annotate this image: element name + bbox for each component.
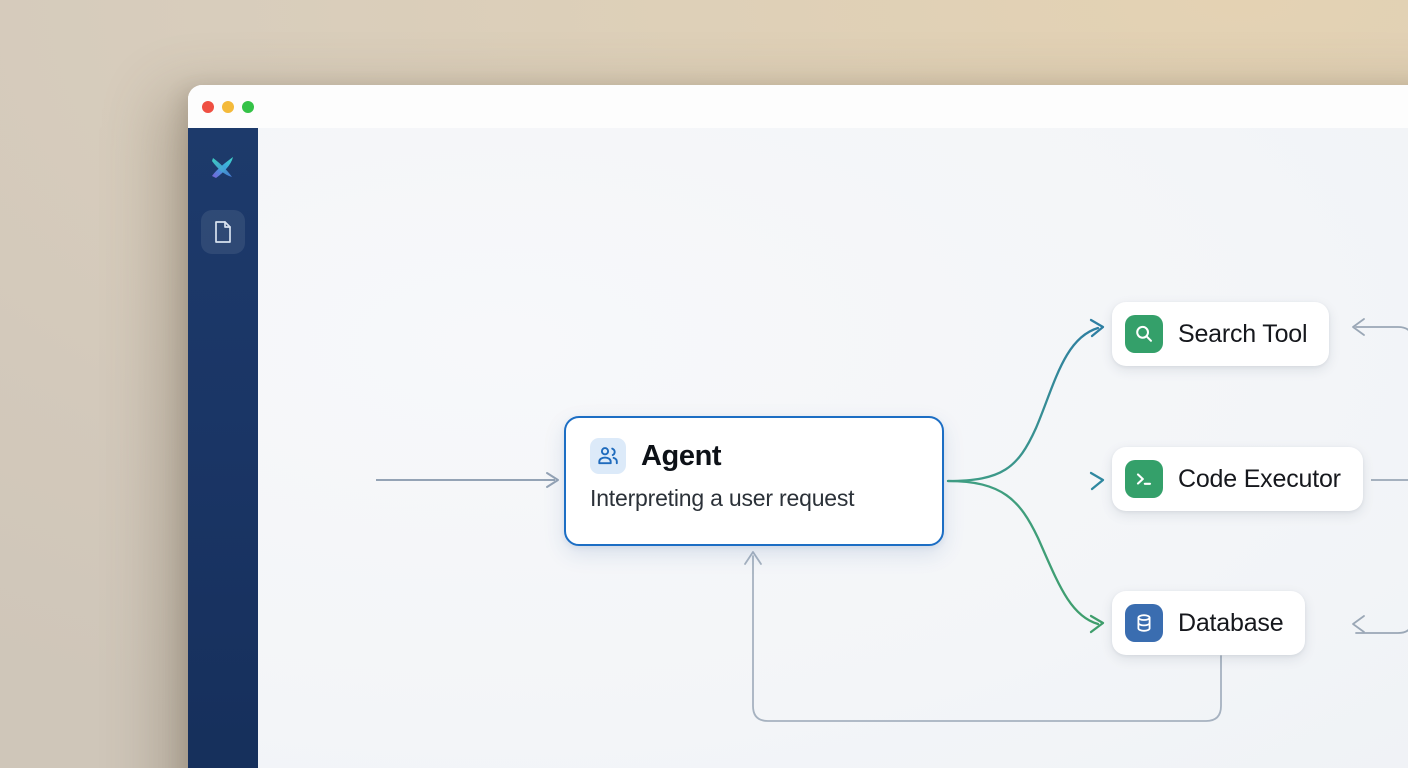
node-database-label: Database	[1178, 608, 1284, 637]
magnifier-icon	[1125, 315, 1163, 353]
terminal-icon	[1125, 460, 1163, 498]
users-icon	[590, 438, 626, 474]
edge-agent-to-code	[946, 471, 1105, 491]
node-code-executor-label: Code Executor	[1178, 464, 1341, 493]
app-logo[interactable]	[205, 149, 241, 185]
sidebar-item-documents[interactable]	[201, 210, 245, 254]
close-button[interactable]	[202, 101, 214, 113]
edge-agent-to-database	[946, 479, 1105, 634]
node-search-tool-label: Search Tool	[1178, 319, 1308, 348]
window-titlebar	[188, 85, 1408, 129]
database-icon	[1125, 604, 1163, 642]
app-window: Agent Interpreting a user request Search…	[188, 85, 1408, 768]
document-icon	[215, 221, 231, 243]
edge-agent-to-search	[946, 318, 1105, 483]
maximize-button[interactable]	[242, 101, 254, 113]
node-agent-header: Agent	[590, 438, 918, 474]
butterfly-logo-icon	[212, 157, 233, 178]
node-agent[interactable]: Agent Interpreting a user request	[564, 416, 944, 546]
sidebar	[188, 128, 258, 768]
node-search-tool[interactable]: Search Tool	[1112, 302, 1330, 366]
node-agent-subtitle: Interpreting a user request	[590, 485, 855, 511]
node-agent-title: Agent	[641, 439, 722, 472]
node-database[interactable]: Database	[1112, 591, 1306, 655]
minimize-button[interactable]	[222, 101, 234, 113]
node-code-executor[interactable]: Code Executor	[1112, 447, 1363, 511]
flow-canvas[interactable]: Agent Interpreting a user request Search…	[258, 128, 1408, 768]
edge-input-to-agent	[376, 472, 559, 488]
